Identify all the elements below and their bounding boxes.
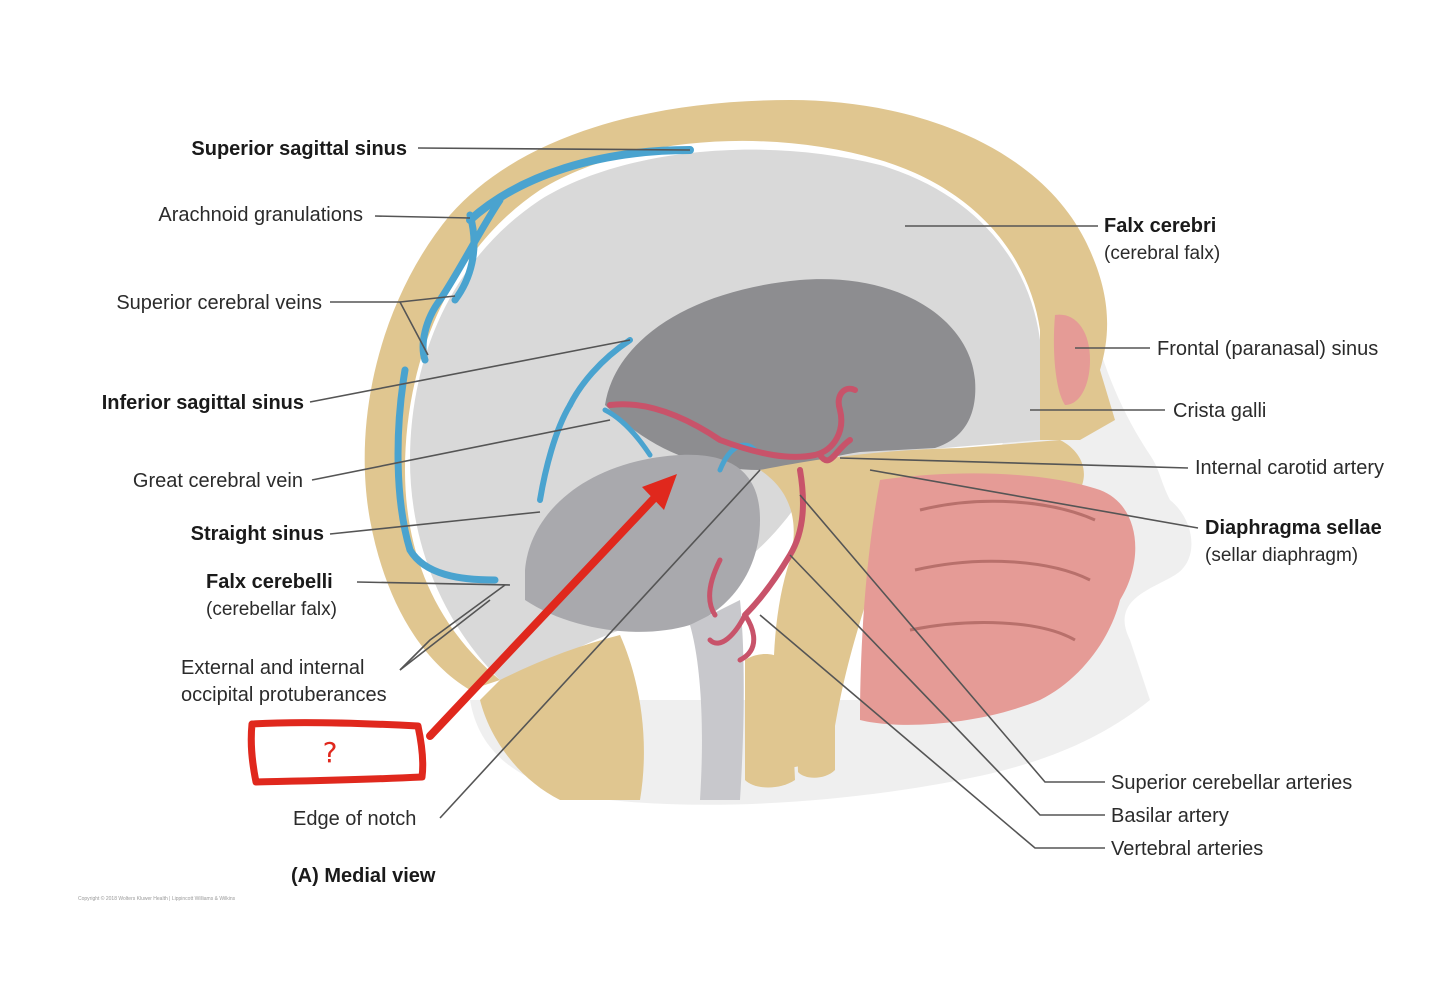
label-edge-of-notch: Edge of notch xyxy=(293,808,416,830)
label-superior-cerebral-veins: Superior cerebral veins xyxy=(116,292,322,314)
label-superior-cerebellar: Superior cerebellar arteries xyxy=(1111,772,1352,794)
annotation-question-mark: ? xyxy=(323,736,338,769)
vertebral-arteries xyxy=(707,557,757,663)
leader-lines xyxy=(309,147,1199,849)
cerebral-arteries xyxy=(607,385,858,464)
inferior-sagittal-sinus xyxy=(567,337,633,408)
caption: (A) Medial view xyxy=(291,865,436,887)
skull-base xyxy=(760,440,1084,770)
label-occipital-line1: External and internal xyxy=(181,657,364,679)
basilar-artery xyxy=(742,467,806,618)
label-inferior-sagittal-sinus: Inferior sagittal sinus xyxy=(102,392,304,414)
label-superior-sagittal-sinus: Superior sagittal sinus xyxy=(191,138,407,160)
nasal-cavity xyxy=(860,473,1136,725)
label-arachnoid-granulations: Arachnoid granulations xyxy=(158,204,363,226)
label-falx-cerebri: Falx cerebri xyxy=(1104,215,1216,237)
label-internal-carotid: Internal carotid artery xyxy=(1195,457,1384,479)
label-frontal-sinus: Frontal (paranasal) sinus xyxy=(1157,338,1378,360)
falx-cavity xyxy=(605,279,976,470)
copyright: Copyright © 2018 Wolters Kluwer Health |… xyxy=(78,895,236,902)
label-diaphragma-sellae: Diaphragma sellae xyxy=(1205,517,1382,539)
annotation: ? xyxy=(247,474,677,786)
frontal-sinus xyxy=(1053,314,1090,405)
label-falx-cerebelli-sub: (cerebellar falx) xyxy=(206,599,337,620)
straight-sinus xyxy=(537,402,573,503)
label-basilar: Basilar artery xyxy=(1111,805,1229,827)
annotation-arrow-shaft xyxy=(426,488,664,740)
labels: Superior sagittal sinus Arachnoid granul… xyxy=(78,138,1384,902)
label-vertebral: Vertebral arteries xyxy=(1111,838,1263,860)
label-great-cerebral-vein: Great cerebral vein xyxy=(133,470,303,492)
occipital-bone xyxy=(480,635,644,800)
label-crista-galli: Crista galli xyxy=(1173,400,1266,422)
skull-bone xyxy=(364,100,1116,690)
nasal-conchae xyxy=(909,499,1096,642)
cervical-vertebra xyxy=(745,654,795,788)
label-falx-cerebelli: Falx cerebelli xyxy=(206,571,333,593)
head-illustration xyxy=(364,100,1192,805)
brainstem xyxy=(690,600,744,800)
annotation-arrowhead xyxy=(642,474,677,510)
label-diaphragma-sellae-sub: (sellar diaphragm) xyxy=(1205,545,1358,566)
superior-cerebral-veins xyxy=(419,196,504,364)
cervical-vertebra-2 xyxy=(795,655,835,778)
superior-sagittal-sinus xyxy=(466,146,694,224)
posterior-sinus xyxy=(394,366,499,584)
annotation-box xyxy=(247,719,427,786)
label-straight-sinus: Straight sinus xyxy=(191,523,324,545)
tentorium-cavity xyxy=(525,454,760,632)
label-falx-cerebri-sub: (cerebral falx) xyxy=(1104,243,1220,264)
label-occipital-line2: occipital protuberances xyxy=(181,684,387,706)
